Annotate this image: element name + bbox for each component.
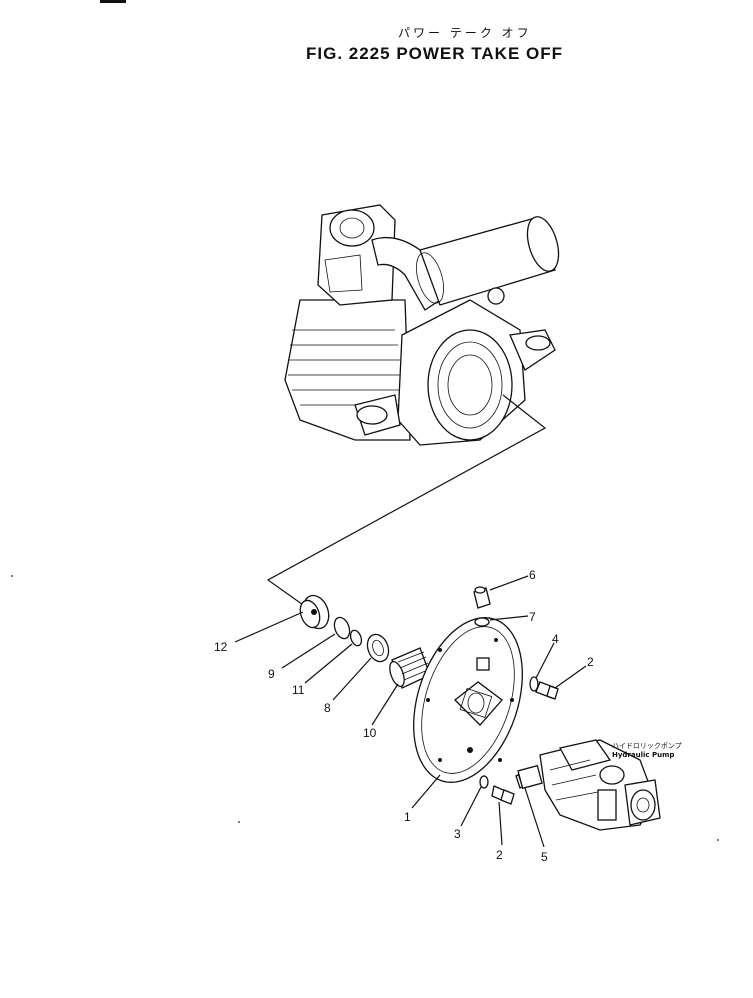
part-3-washer	[479, 775, 489, 789]
figure-title-japanese: パワー テーク オフ	[398, 26, 532, 40]
callout-4: 4	[552, 632, 559, 646]
callout-10: 10	[363, 726, 377, 740]
assembly-leader-line	[266, 394, 547, 608]
callout-9: 9	[268, 667, 275, 681]
callout-5: 5	[541, 850, 548, 864]
engine-illustration	[284, 204, 560, 446]
part-8-bearing	[366, 633, 390, 663]
hydraulic-pump-label-jp: ハイドロリックポンプ	[612, 742, 682, 750]
part-12-flange	[299, 594, 330, 630]
hydraulic-pump-illustration	[517, 739, 661, 831]
hydraulic-pump-label: Hydraulic Pump	[612, 751, 674, 759]
callout-8: 8	[324, 701, 331, 715]
part-11-ring	[349, 629, 363, 647]
callout-6: 6	[529, 568, 536, 582]
callout-11: 11	[292, 683, 305, 697]
figure-title: FIG. 2225 POWER TAKE OFF	[306, 44, 563, 63]
corner-mark	[100, 0, 126, 3]
part-7-washer	[474, 617, 490, 627]
callout-7: 7	[529, 610, 536, 624]
part-4-washer	[529, 676, 539, 692]
callout-1: 1	[404, 810, 411, 824]
part-9-snap-ring	[333, 616, 351, 640]
part-1-housing	[413, 617, 523, 783]
part-6-plug	[473, 586, 491, 609]
callout-12: 12	[214, 640, 228, 654]
part-2-bolt-right	[535, 681, 559, 700]
callout-leaders	[234, 575, 587, 848]
part-10-shaft	[389, 647, 431, 689]
callout-2-bottom: 2	[496, 848, 503, 862]
part-2-bolt-bottom	[491, 785, 515, 805]
callout-2-right: 2	[587, 655, 594, 669]
callout-3: 3	[454, 827, 461, 841]
